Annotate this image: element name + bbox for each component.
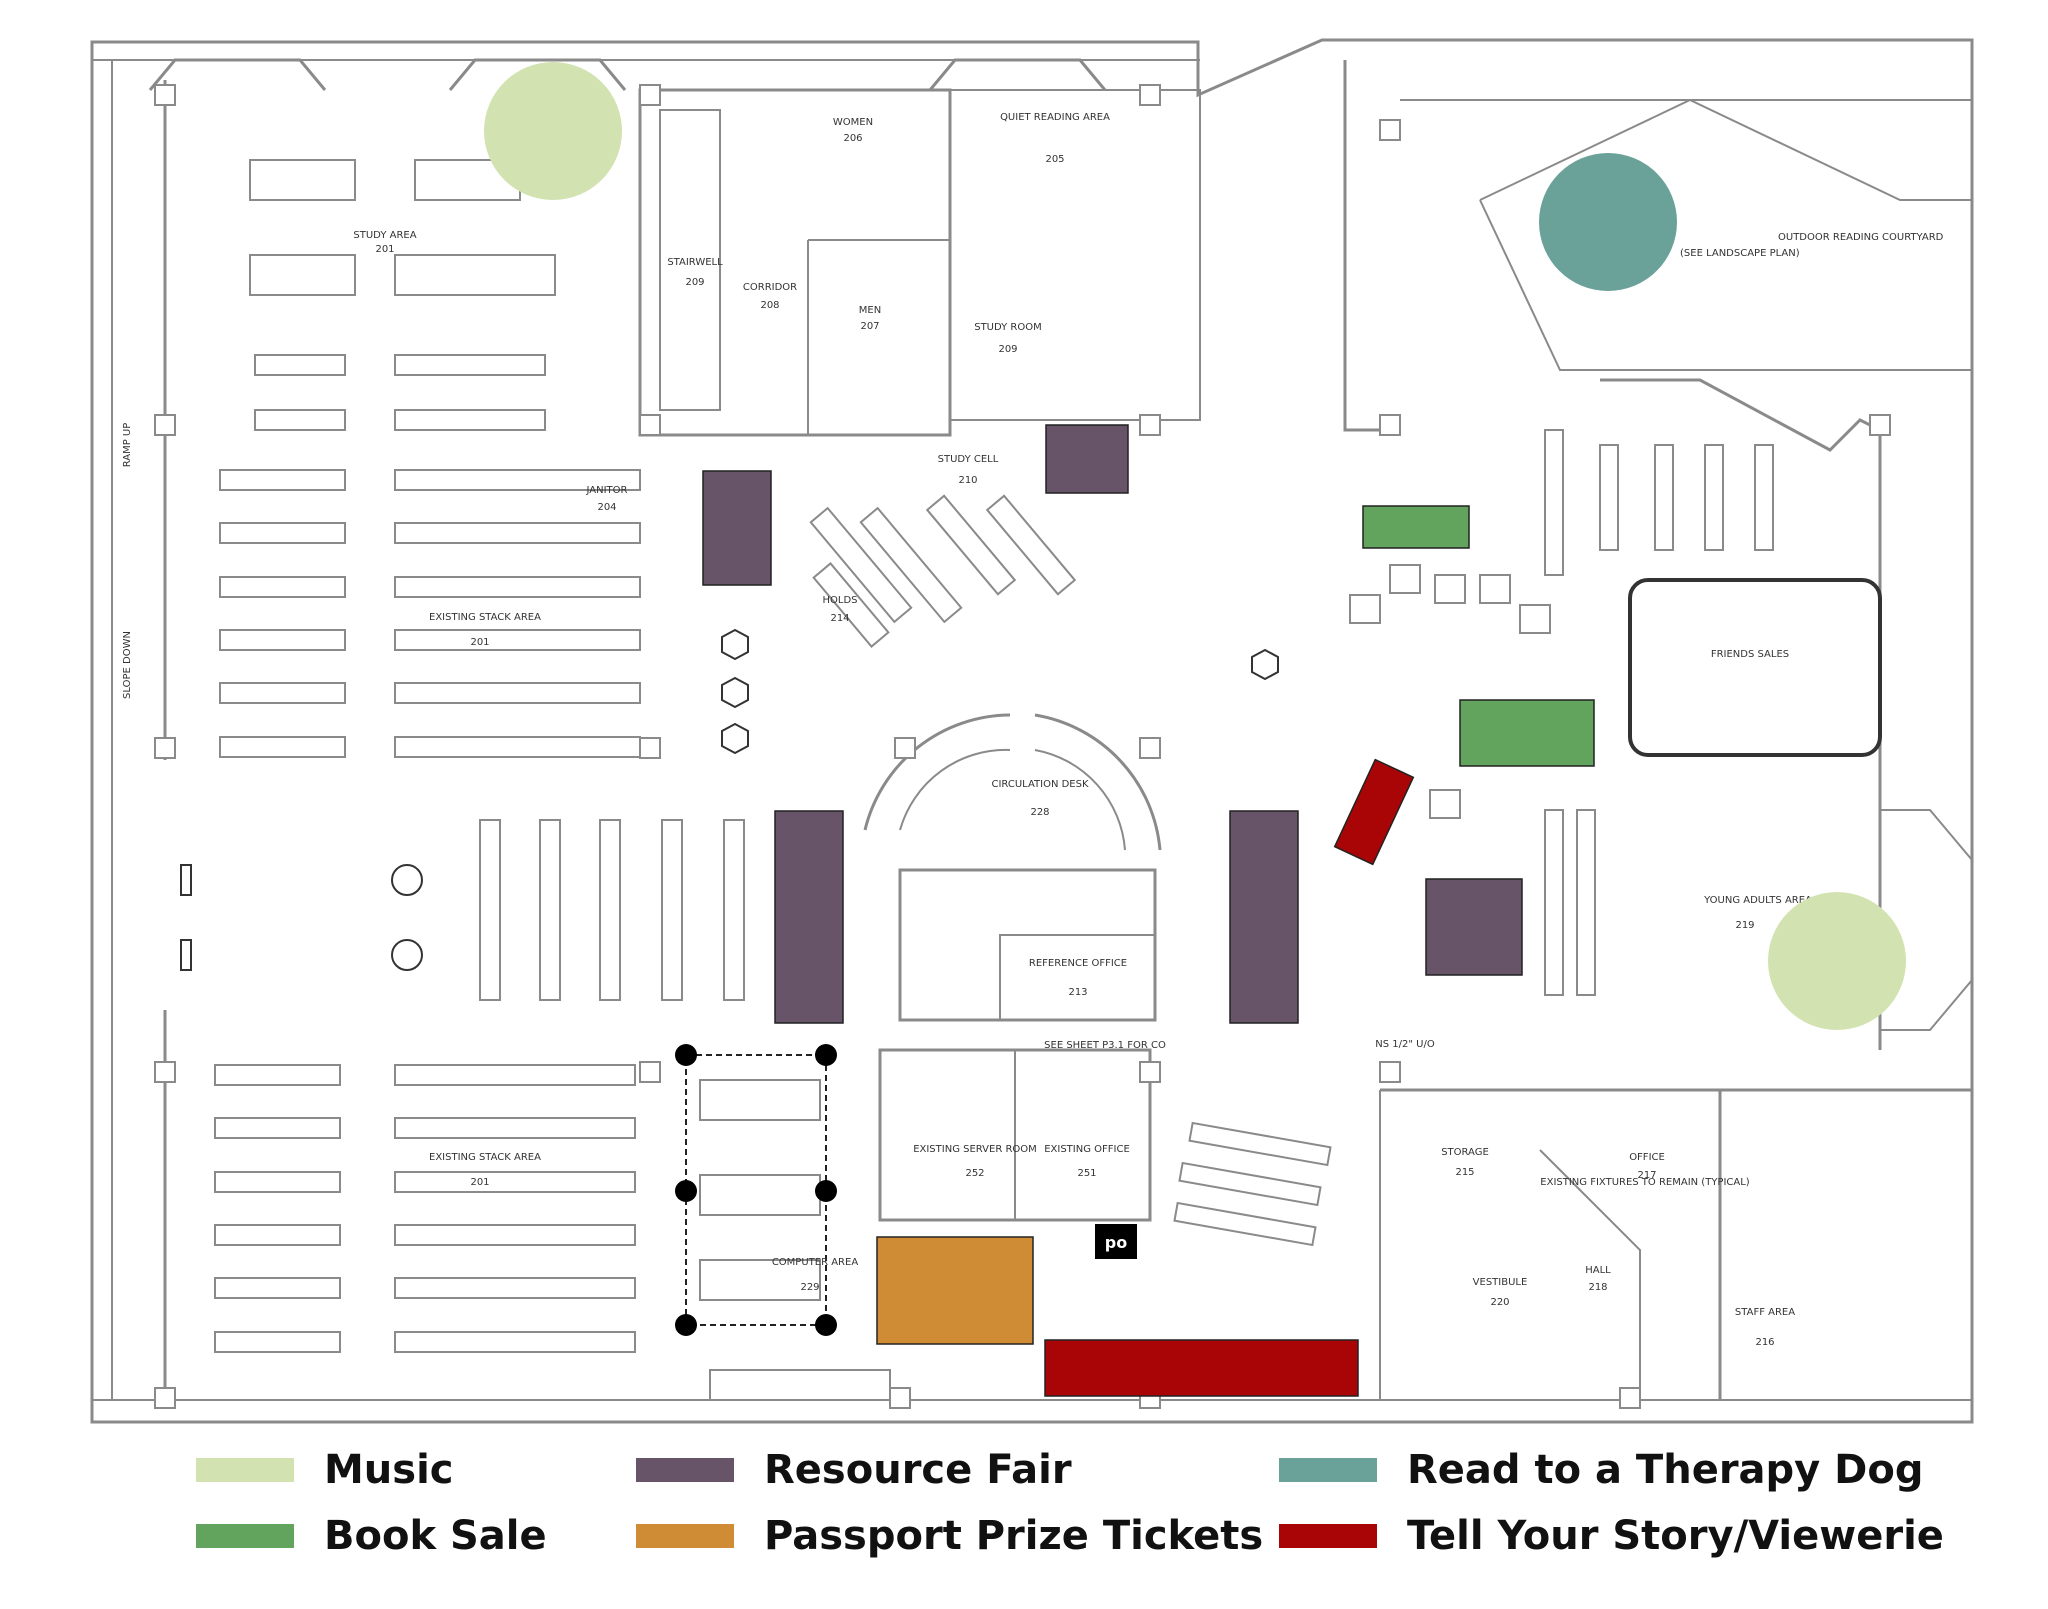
- label-men-num: 207: [860, 321, 879, 332]
- label-courtyard: OUTDOOR READING COURTYARD: [1778, 232, 1944, 243]
- label-ns-half: NS 1/2" U/O: [1375, 1039, 1435, 1050]
- label-computer-area-num: 229: [800, 1282, 819, 1293]
- label-reference-office-num: 213: [1068, 987, 1087, 998]
- label-stairwell-num: 209: [685, 277, 704, 288]
- label-friends-sales: FRIENDS SALES: [1711, 649, 1789, 660]
- label-study-room-num: 209: [998, 344, 1017, 355]
- label-existing-stack-2: EXISTING STACK AREA: [429, 1152, 541, 1163]
- legend-swatch-book-sale: [196, 1524, 294, 1548]
- therapy-dog-marker: [1539, 153, 1677, 291]
- label-existing-stack-2-num: 201: [470, 1177, 489, 1188]
- plan-room-labels: STUDY AREA 201 STAIRWELL 209 CORRIDOR 20…: [122, 112, 1944, 1348]
- legend-swatch-music: [196, 1458, 294, 1482]
- tell-story-marker: [1044, 1339, 1359, 1397]
- legend-swatch-tell-story: [1279, 1524, 1377, 1548]
- label-study-cell: STUDY CELL: [938, 454, 999, 465]
- label-women: WOMEN: [833, 117, 873, 128]
- label-women-num: 206: [843, 133, 862, 144]
- legend-swatch-resource-fair: [636, 1458, 734, 1482]
- label-staff-area: STAFF AREA: [1735, 1307, 1795, 1318]
- label-staff-area-num: 216: [1755, 1337, 1774, 1348]
- label-stairwell: STAIRWELL: [667, 257, 723, 268]
- tell-story-marker: [1333, 758, 1415, 866]
- label-slope-down: SLOPE DOWN: [122, 631, 133, 699]
- label-computer-area: COMPUTER AREA: [772, 1257, 858, 1268]
- resource-fair-marker: [702, 470, 772, 586]
- label-vestibule: VESTIBULE: [1473, 1277, 1528, 1288]
- label-study-area: STUDY AREA: [353, 230, 416, 241]
- po-badge: po: [1095, 1224, 1137, 1259]
- legend-label-tell-story: Tell Your Story/Viewerie: [1407, 1513, 1944, 1559]
- label-holds-num: 214: [830, 613, 849, 624]
- resource-fair-marker: [1229, 810, 1299, 1024]
- label-courtyard-sub: (SEE LANDSCAPE PLAN): [1680, 248, 1800, 259]
- label-young-adults: YOUNG ADULTS AREA: [1703, 895, 1812, 906]
- legend-item-music: Music: [196, 1440, 454, 1500]
- label-janitor: JANITOR: [586, 485, 628, 496]
- label-study-area-num: 201: [375, 244, 394, 255]
- legend-item-passport: Passport Prize Tickets: [636, 1506, 1263, 1566]
- label-ramp-up: RAMP UP: [122, 423, 133, 468]
- resource-fair-marker: [1425, 878, 1523, 976]
- label-study-cell-num: 210: [958, 475, 977, 486]
- label-server-room-num: 252: [965, 1168, 984, 1179]
- label-men: MEN: [859, 305, 881, 316]
- legend-item-resource-fair: Resource Fair: [636, 1440, 1072, 1500]
- label-janitor-num: 204: [597, 502, 616, 513]
- label-hall-num: 218: [1588, 1282, 1607, 1293]
- label-quiet-reading-num: 205: [1045, 154, 1064, 165]
- label-office-num: 217: [1637, 1170, 1656, 1181]
- legend-label-therapy-dog: Read to a Therapy Dog: [1407, 1447, 1924, 1493]
- book-sale-marker: [1362, 505, 1470, 549]
- legend-label-resource-fair: Resource Fair: [764, 1447, 1072, 1493]
- legend: Music Resource Fair Read to a Therapy Do…: [0, 1440, 2048, 1600]
- label-storage: STORAGE: [1441, 1147, 1489, 1158]
- passport-marker: [876, 1236, 1034, 1345]
- legend-item-book-sale: Book Sale: [196, 1506, 547, 1566]
- label-existing-stack: EXISTING STACK AREA: [429, 612, 541, 623]
- label-storage-num: 215: [1455, 1167, 1474, 1178]
- music-marker: [484, 62, 622, 200]
- legend-swatch-passport: [636, 1524, 734, 1548]
- label-server-room: EXISTING SERVER ROOM: [913, 1144, 1037, 1155]
- label-holds: HOLDS: [822, 595, 857, 606]
- resource-fair-marker: [1045, 424, 1129, 494]
- legend-label-passport: Passport Prize Tickets: [764, 1513, 1264, 1559]
- label-young-adults-num: 219: [1735, 920, 1754, 931]
- legend-item-tell-story: Tell Your Story/Viewerie: [1279, 1506, 1944, 1566]
- po-badge-label: po: [1105, 1233, 1127, 1252]
- label-see-sheet: SEE SHEET P3.1 FOR CO: [1044, 1040, 1166, 1051]
- label-office: OFFICE: [1629, 1152, 1665, 1163]
- activity-markers: [484, 62, 1906, 1397]
- label-quiet-reading: QUIET READING AREA: [1000, 112, 1110, 123]
- label-corridor: CORRIDOR: [743, 282, 797, 293]
- columns: [154, 84, 1891, 1409]
- label-vestibule-num: 220: [1490, 1297, 1509, 1308]
- label-hall: HALL: [1585, 1265, 1611, 1276]
- music-marker: [1768, 892, 1906, 1030]
- book-sale-marker: [1459, 699, 1595, 767]
- label-study-room: STUDY ROOM: [974, 322, 1042, 333]
- label-existing-office: EXISTING OFFICE: [1044, 1144, 1130, 1155]
- computer-area-corner-dots: [675, 1044, 837, 1336]
- label-existing-fixtures: EXISTING FIXTURES TO REMAIN (TYPICAL): [1540, 1177, 1750, 1188]
- label-existing-stack-num: 201: [470, 637, 489, 648]
- legend-label-book-sale: Book Sale: [324, 1513, 547, 1559]
- label-existing-office-num: 251: [1077, 1168, 1096, 1179]
- resource-fair-marker: [774, 810, 844, 1024]
- legend-item-therapy-dog: Read to a Therapy Dog: [1279, 1440, 1923, 1500]
- legend-label-music: Music: [324, 1447, 454, 1493]
- label-circulation-desk: CIRCULATION DESK: [991, 779, 1089, 790]
- label-corridor-num: 208: [760, 300, 779, 311]
- legend-swatch-therapy-dog: [1279, 1458, 1377, 1482]
- label-circulation-desk-num: 228: [1030, 807, 1049, 818]
- label-reference-office: REFERENCE OFFICE: [1029, 958, 1127, 969]
- shelving: [214, 159, 1774, 1401]
